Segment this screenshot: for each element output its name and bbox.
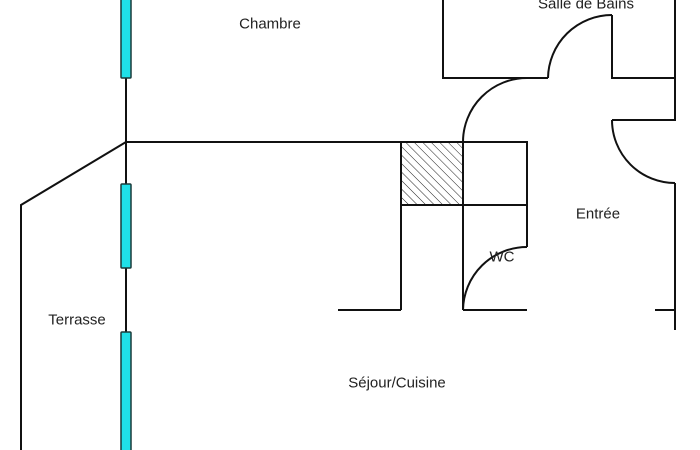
windows [120,0,132,450]
door-chambre [462,77,528,143]
wall-wc-east [463,141,528,247]
room-label-chambre: Chambre [239,15,301,33]
wall-salle-de-bains-right [611,15,675,79]
window-chambre [120,0,132,79]
room-label-terrasse: Terrasse [48,311,106,329]
wall-entree-north [612,0,676,121]
room-label-entree: Entrée [575,205,621,223]
window-sejour-1 [120,183,132,269]
room-label-wc: WC [489,248,515,266]
window-sejour-2 [120,331,132,450]
terrasse-outline [20,141,127,450]
door-wc [462,246,528,311]
wall-salle-de-bains [442,0,548,79]
door-salle-de-bains [547,14,613,79]
room-label-sejour-cuisine: Séjour/Cuisine [348,374,446,392]
hatched-duct [400,141,464,206]
room-label-salle-de-bains: Salle de Bains [538,0,634,13]
walls [20,0,676,450]
door-entrance [611,119,676,184]
